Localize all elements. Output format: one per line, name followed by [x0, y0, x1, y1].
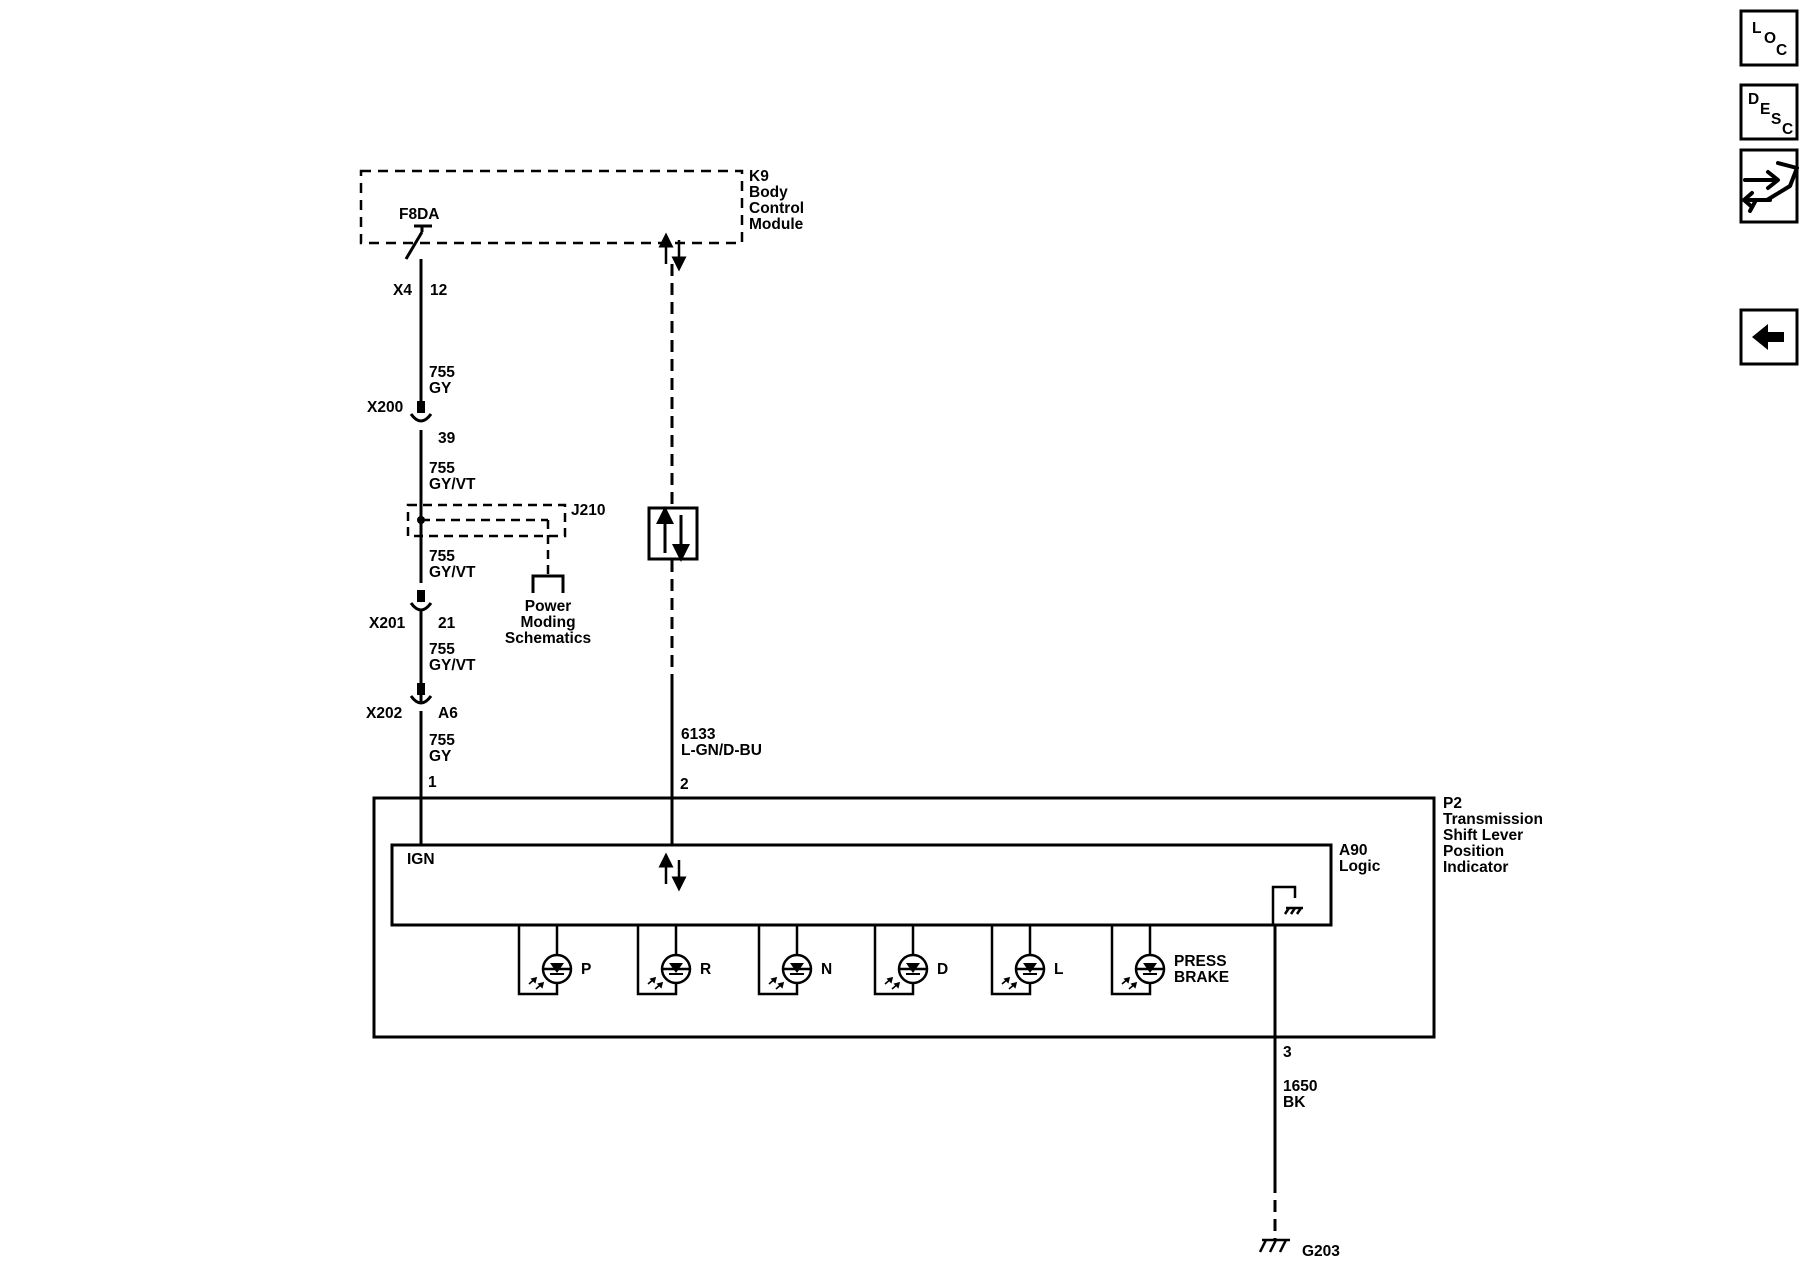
wire-circuit-1: 755: [429, 364, 455, 381]
indicator-pin-ground: 3: [1283, 1044, 1292, 1061]
bcm-connector: X4: [393, 282, 412, 299]
led-icon: [541, 953, 573, 985]
connector-x200: X200 39: [367, 399, 456, 447]
bcm-name-line-1: Body: [749, 184, 788, 201]
serial-data-symbol: [647, 506, 699, 562]
ground-wire-color: BK: [1283, 1094, 1306, 1111]
led-cell: N: [757, 925, 832, 996]
indicator-name-line-3: Position: [1443, 843, 1504, 860]
desc-letter-s: S: [1771, 111, 1781, 128]
logic-ign-label: IGN: [407, 851, 435, 868]
indicator-pin-data: 2: [680, 776, 689, 793]
splice-link-line-1: Power: [525, 598, 572, 615]
connector-x202-pin: A6: [438, 705, 458, 722]
led-cell: L: [990, 925, 1063, 996]
indicator-ref: P2: [1443, 795, 1462, 812]
connector-x200-name: X200: [367, 399, 403, 416]
wire-circuit-2: 755: [429, 460, 455, 477]
description-button[interactable]: D E S C: [1739, 83, 1799, 141]
body-control-module: K9 Body Control Module F8DA X4 12: [359, 168, 804, 299]
connector-end-view-button[interactable]: [1739, 148, 1799, 224]
led-icon: [660, 953, 692, 985]
bcm-pin: 12: [430, 282, 447, 299]
bcm-data-arrows-icon: [658, 232, 687, 272]
led-icon: [897, 953, 929, 985]
wire-color-1: GY: [429, 380, 452, 397]
light-emission-icon: [1001, 976, 1018, 990]
wire-circuit-3: 755: [429, 548, 455, 565]
ground-ref: G203: [1302, 1243, 1340, 1260]
chassis-ground-icon: [1271, 885, 1303, 925]
wire-circuit-5: 755: [429, 732, 455, 749]
splice-link-line-2: Moding: [520, 614, 575, 631]
bcm-name-line-2: Control: [749, 200, 804, 217]
logic-data-arrows-icon: [658, 852, 687, 892]
logic-name: Logic: [1339, 858, 1381, 875]
connector-x200-pin: 39: [438, 430, 456, 447]
loc-letter-c: C: [1776, 42, 1787, 59]
led-cell: D: [873, 925, 948, 996]
led-label: L: [1054, 961, 1063, 978]
connector-x201: X201 21: [369, 590, 456, 632]
led-icon: [781, 953, 813, 985]
loc-letter-o: O: [1764, 30, 1776, 47]
led-label: BRAKE: [1174, 969, 1229, 986]
splice-link-line-3: Schematics: [505, 630, 591, 647]
led-icon: [1134, 953, 1166, 985]
led-icon: [1014, 953, 1046, 985]
indicator-name-line-2: Shift Lever: [1443, 827, 1523, 844]
wire-color-2: GY/VT: [429, 476, 476, 493]
led-cell: P: [517, 925, 591, 996]
location-button[interactable]: L O C: [1739, 9, 1799, 67]
light-emission-icon: [528, 976, 545, 990]
data-wire-circuit: 6133: [681, 726, 716, 743]
data-wire-color: L-GN/D-BU: [681, 742, 762, 759]
wire-color-5: GY: [429, 748, 452, 765]
logic-ref: A90: [1339, 842, 1367, 859]
shift-lever-position-indicator: P2 Transmission Shift Lever Position Ind…: [372, 774, 1543, 1061]
back-arrow-icon: [1752, 324, 1784, 350]
ground-symbol-icon: [1258, 1238, 1290, 1253]
led-label: PRESS: [1174, 953, 1227, 970]
splice-ref: J210: [571, 502, 605, 519]
desc-letter-d: D: [1748, 91, 1759, 108]
ground-g203: G203: [1258, 1238, 1340, 1260]
light-emission-icon: [768, 976, 785, 990]
wire-circuit-4: 755: [429, 641, 455, 658]
led-label: N: [821, 961, 832, 978]
fuse-label: F8DA: [399, 206, 439, 223]
light-emission-icon: [1121, 976, 1138, 990]
bcm-ref: K9: [749, 168, 769, 185]
led-label: P: [581, 961, 591, 978]
desc-letter-e: E: [1760, 101, 1770, 118]
wire-color-4: GY/VT: [429, 657, 476, 674]
connector-tool-icon: [1742, 161, 1799, 213]
indicator-pin-ign: 1: [428, 774, 437, 791]
bcm-name-line-3: Module: [749, 216, 804, 233]
splice-j210: J210 Power Moding Schematics: [406, 502, 605, 647]
light-emission-icon: [884, 976, 901, 990]
connector-x202: X202 A6: [366, 683, 458, 722]
connector-x201-pin: 21: [438, 615, 456, 632]
loc-letter-l: L: [1752, 20, 1761, 37]
ground-wire-circuit: 1650: [1283, 1078, 1317, 1095]
back-button[interactable]: [1739, 308, 1799, 366]
connector-x201-name: X201: [369, 615, 406, 632]
logic-module: IGN A90 Logic: [390, 842, 1381, 927]
indicator-name-line-1: Transmission: [1443, 811, 1543, 828]
wire-color-3: GY/VT: [429, 564, 476, 581]
led-label: D: [937, 961, 948, 978]
indicator-name-line-4: Indicator: [1443, 859, 1508, 876]
led-label: R: [700, 961, 711, 978]
led-cell: R: [636, 925, 711, 996]
light-emission-icon: [647, 976, 664, 990]
connector-x202-name: X202: [366, 705, 402, 722]
desc-letter-c: C: [1782, 121, 1793, 138]
fuse-symbol: [404, 224, 432, 260]
